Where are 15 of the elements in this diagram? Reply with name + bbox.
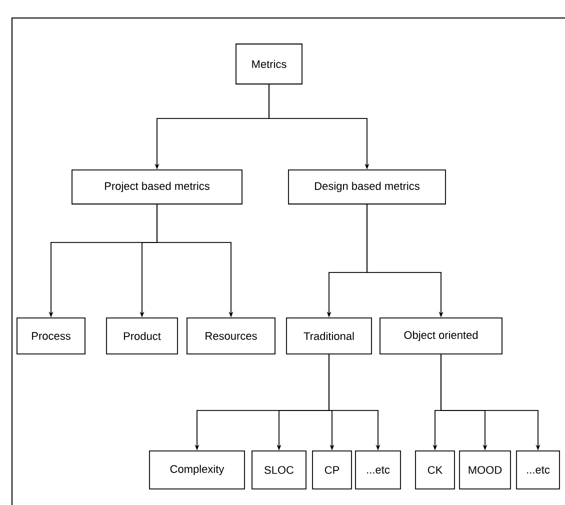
box: Product	[106, 318, 178, 354]
box: ...etc	[355, 450, 401, 490]
box: ...etc	[516, 450, 560, 490]
box: Project based metrics	[72, 170, 242, 204]
box: Resources	[186, 318, 276, 354]
box: Design based metrics	[288, 170, 446, 204]
box: Process	[16, 318, 86, 354]
box: MOOD	[459, 450, 511, 490]
box: Traditional	[286, 318, 372, 354]
box: CP	[312, 450, 352, 490]
box: SLOC	[252, 450, 306, 490]
box: Object oriented	[380, 318, 502, 354]
box: CK	[415, 450, 455, 490]
box: Complexity	[149, 450, 245, 490]
box: Metrics	[236, 44, 302, 84]
